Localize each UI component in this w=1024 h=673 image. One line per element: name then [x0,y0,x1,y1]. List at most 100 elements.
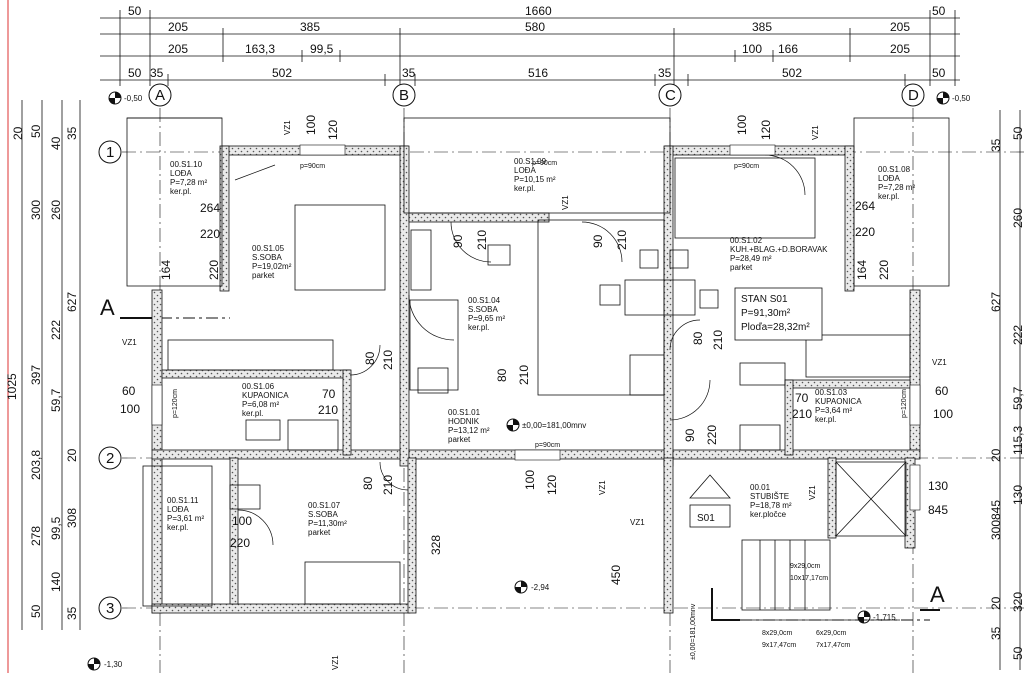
room-s001: 00.01 STUBIŠTE P=18,78 m² ker.pločce [750,483,792,519]
stair-note-br-2: 7x17,47cm [816,642,850,649]
unit-area: P=91,30m² [741,308,791,319]
open-220-d: 220 [200,227,220,241]
dim-row4-4: 35 [402,66,416,80]
room-code: 00.S1.10 [170,160,203,169]
vz-label-4: VZ1 [283,120,292,135]
open-220-f: 220 [230,536,250,550]
room-area: P=7,28 m² [878,183,915,192]
section-a-right: A [930,582,945,607]
left-dim-50-t: 50 [29,124,43,138]
right-dim-20-a: 20 [989,448,1003,462]
sill-note-4: p=90cm [532,160,557,167]
room-area: P=9,65 m² [468,314,505,323]
dim-row4-7: 502 [782,66,802,80]
room-code: 00.S1.09 [514,157,547,166]
room-outlines [126,117,950,621]
room-area: P=10,15 m² [514,175,556,184]
right-dim-20-b: 20 [989,596,1003,610]
left-dim-260: 260 [49,200,63,220]
level-top-left: -0,50 [124,94,143,103]
dim-row4-3: 502 [272,66,292,80]
left-dim-50-b: 50 [29,604,43,618]
open-210-h: 210 [792,407,812,421]
level-stair: -2,94 [531,583,550,592]
room-code: 00.S1.07 [308,501,341,510]
room-area: P=6,08 m² [242,400,279,409]
open-90-a: 90 [451,234,465,248]
room-s105: 00.S1.05 S.SOBA P=19,02m² parket [252,244,292,280]
room-name: KUPAONICA [815,397,862,406]
dim-row2-5: 205 [890,20,910,34]
open-80-b: 80 [495,368,509,382]
left-dim-20-t: 20 [11,126,25,140]
dim-row4-6: 35 [658,66,672,80]
axis-b-bubble [392,83,416,107]
axis-d-bubble [901,83,925,107]
open-210-g: 210 [318,403,338,417]
stair-note-bl-1: 8x29,0cm [762,630,793,637]
open-100-b: 100 [735,115,749,135]
room-code: 00.01 [750,483,771,492]
vz-label-7: VZ1 [598,480,607,495]
sill-note-1: p=90cm [300,163,325,170]
open-210-d: 210 [517,365,531,385]
open-210-f: 210 [381,475,395,495]
room-floor: parket [308,528,331,537]
room-s101: 00.S1.01 HODNIK P=13,12 m² parket [448,408,490,444]
room-name: LOĐA [170,169,192,178]
stair-level: ±0,00=181,00mnv [690,603,697,660]
right-dim-222: 222 [1011,325,1024,345]
dim-row2-1: 205 [168,20,188,34]
open-210-c: 210 [381,350,395,370]
room-s107: 00.S1.07 S.SOBA P=11,30m² parket [308,501,347,537]
dim-top-total: 1660 [525,4,552,18]
left-dim-35-b: 35 [65,606,79,620]
axis-3-bubble [98,596,122,620]
open-100-e: 100 [933,407,953,421]
open-264-b: 264 [855,199,875,213]
room-area: P=13,12 m² [448,426,490,435]
open-100-f: 100 [232,514,252,528]
open-120-c: 120 [545,475,559,495]
room-s102: 00.S1.02 KUH.+BLAG.+D.BORAVAK P=28,49 m²… [730,236,828,272]
left-dim-40: 40 [49,136,63,150]
dim-row4-8: 50 [932,66,946,80]
hall-level: ±0,00=181,00mnv [522,421,586,430]
open-90-c: 90 [683,428,697,442]
axis-c-bubble [658,83,682,107]
right-dim-115-3: 115,3 [1011,426,1024,455]
room-floor: ker.pl. [815,415,836,424]
left-dim-59-7: 59,7 [49,388,63,412]
right-dimensions [999,110,1021,670]
right-dim-50-b: 50 [1011,646,1024,660]
axis-label-c: C [665,87,676,104]
right-dim-35: 35 [989,138,1003,152]
right-dim-35-b: 35 [989,626,1003,640]
room-code: 00.S1.04 [468,296,501,305]
left-dim-397: 397 [29,365,43,385]
open-100-c: 100 [523,470,537,490]
sill-note-6: p=120cm [901,389,908,418]
open-80-a: 80 [363,351,377,365]
open-120-b: 120 [759,120,773,140]
axis-1-bubble [98,140,122,164]
room-area: P=3,64 m² [815,406,852,415]
left-dim-222: 222 [49,320,63,340]
room-area: P=18,78 m² [750,501,792,510]
room-code: 00.S1.01 [448,408,481,417]
room-s109: 00.S1.09 LOĐA P=10,15 m² ker.pl. [514,157,556,193]
room-area: P=7,28 m² [170,178,207,187]
axis-label-a: A [155,87,165,104]
door-swings [234,154,806,546]
dim-row3-6: 205 [890,42,910,56]
right-dim-320: 320 [1011,592,1024,612]
room-name: STUBIŠTE [750,492,789,501]
room-s104: 00.S1.04 S.SOBA P=9,65 m² ker.pl. [468,296,505,332]
dim-row2-3: 580 [525,20,545,34]
vz-label-2: VZ1 [630,518,645,527]
open-220-b: 220 [207,260,221,280]
section-a-left: A [100,295,115,320]
room-name: S.SOBA [468,305,498,314]
dim-row3-1: 205 [168,42,188,56]
sill-note-5: p=120cm [172,389,179,418]
